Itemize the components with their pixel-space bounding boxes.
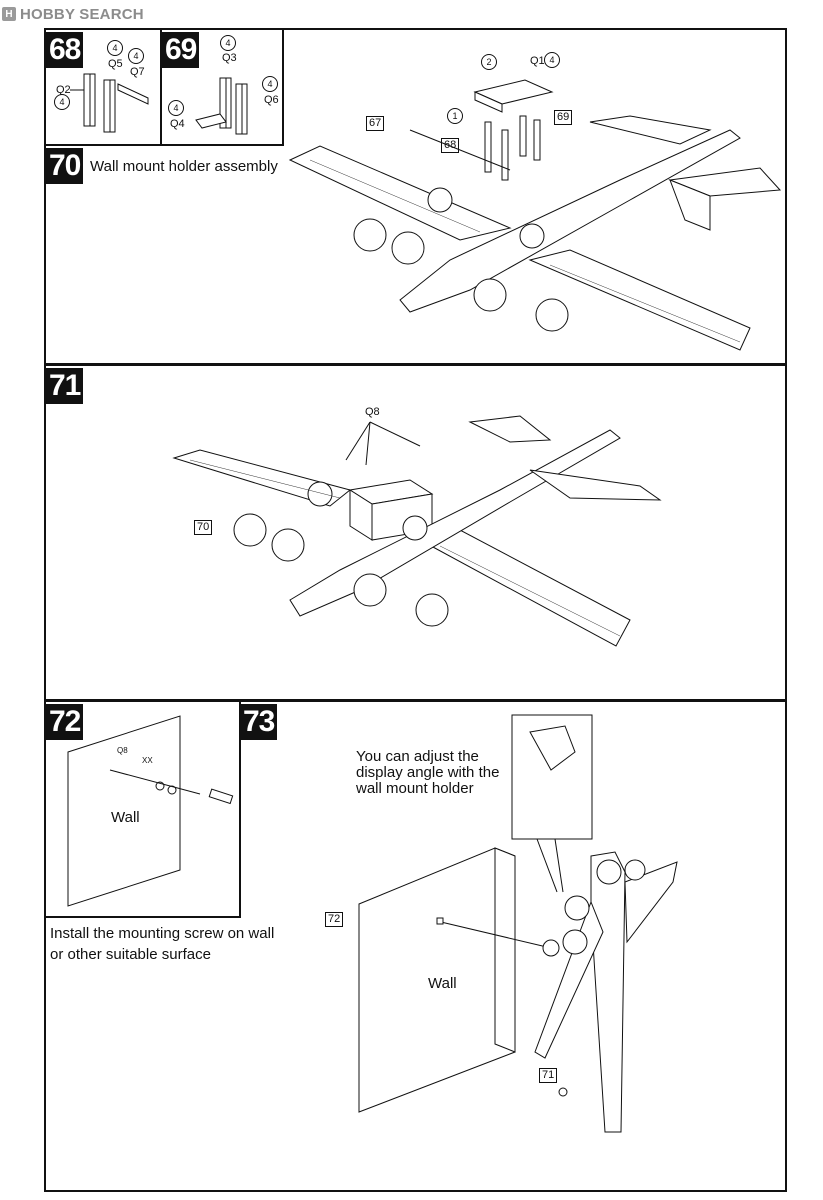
step-73-ref-72: 72 xyxy=(325,912,344,927)
step-69-part-q6: Q6 xyxy=(264,94,279,106)
step-70-number: 70 xyxy=(46,148,84,184)
step-70-circle-2: 2 xyxy=(481,54,497,70)
step-72-number: 72 xyxy=(46,704,84,740)
step-68-qty-a: 4 xyxy=(54,94,70,110)
step-73-wall-label: Wall xyxy=(428,975,457,992)
step-69-number: 69 xyxy=(162,32,200,68)
step-71-aircraft-drawing xyxy=(172,415,662,647)
step-73-wall-drawing xyxy=(358,714,678,1133)
step-72-caption-line2: or other suitable surface xyxy=(50,946,211,963)
step-70-part-q1: Q1 xyxy=(530,55,545,67)
site-logo: H HOBBY SEARCH xyxy=(2,4,144,24)
step-70-ref-68: 68 xyxy=(441,138,460,153)
step-71-number: 71 xyxy=(46,368,84,404)
step-69-part-q4: Q4 xyxy=(170,118,185,130)
step-68-part-q5: Q5 xyxy=(108,58,123,70)
step-72-part-q8: Q8 xyxy=(117,746,128,755)
step-68-part-q2: Q2 xyxy=(56,84,71,96)
step-70-ref-69: 69 xyxy=(554,110,573,125)
step-68-part-q7: Q7 xyxy=(130,66,145,78)
step-73-note-line1: You can adjust the xyxy=(356,748,479,765)
step-72-wall-drawing xyxy=(67,715,234,907)
step-69-qty-b: 4 xyxy=(168,100,184,116)
step-69-drawing xyxy=(195,77,248,135)
step-68-qty-c: 4 xyxy=(128,48,144,64)
step-70-ref-67: 67 xyxy=(366,116,385,131)
step-73-note-line2: display angle with the xyxy=(356,764,500,781)
step-73-number: 73 xyxy=(240,704,278,740)
step-73-ref-71: 71 xyxy=(539,1068,558,1083)
step-68-number: 68 xyxy=(46,32,84,68)
step-68-qty-b: 4 xyxy=(107,40,123,56)
step-69-qty-a: 4 xyxy=(220,35,236,51)
step-69-qty-c: 4 xyxy=(262,76,278,92)
step-68-drawing xyxy=(70,73,149,133)
step-70-title: Wall mount holder assembly xyxy=(90,158,278,175)
logo-text: HOBBY SEARCH xyxy=(20,5,144,23)
step-73-note-line3: wall mount holder xyxy=(356,780,474,797)
step-71-part-q8: Q8 xyxy=(365,406,380,418)
step-72-caption-line1: Install the mounting screw on wall xyxy=(50,925,275,942)
step-72-wall-label: Wall xyxy=(111,809,140,826)
step-70-aircraft-drawing xyxy=(288,79,782,351)
step-69-part-q3: Q3 xyxy=(222,52,237,64)
hobby-search-logo-icon: H xyxy=(2,7,16,21)
step-70-qty: 4 xyxy=(544,52,560,68)
step-70-circle-1: 1 xyxy=(447,108,463,124)
step-72-part-xx: XX xyxy=(142,756,153,765)
step-71-ref-70: 70 xyxy=(194,520,213,535)
